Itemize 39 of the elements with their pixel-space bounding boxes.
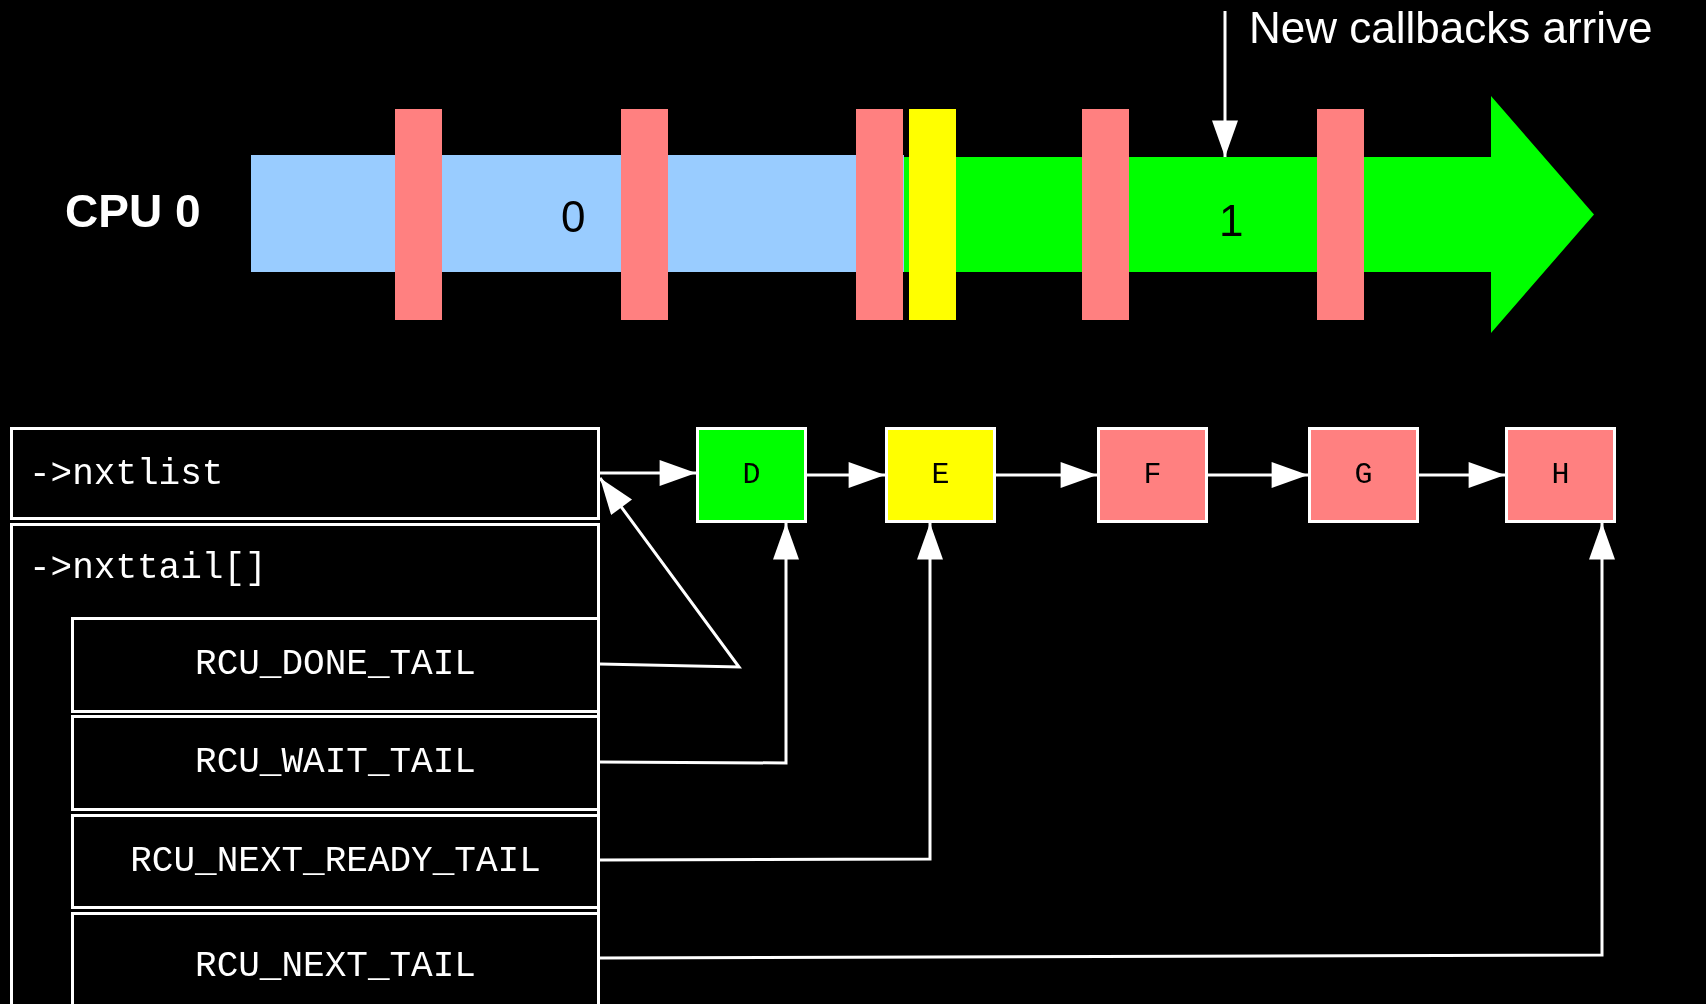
cpu-label: CPU 0 bbox=[65, 188, 201, 234]
array-entry-box bbox=[71, 617, 600, 713]
field-name: ->nxttail[] bbox=[29, 547, 267, 591]
callback-label: H bbox=[1551, 456, 1570, 494]
segment-number: 0 bbox=[561, 195, 586, 239]
array-entry-box bbox=[71, 814, 600, 909]
callback-label: F bbox=[1143, 456, 1162, 494]
callback-box bbox=[696, 427, 807, 523]
grace-period-bar bbox=[856, 109, 903, 320]
callback-box bbox=[1097, 427, 1208, 523]
arrow bbox=[1212, 11, 1238, 157]
callback-label: G bbox=[1354, 456, 1373, 494]
callback-label: D bbox=[742, 456, 761, 494]
annotation-text: New callbacks arrive bbox=[1249, 6, 1653, 50]
grace-period-bar bbox=[621, 109, 668, 320]
arrow bbox=[600, 523, 1615, 960]
arrow bbox=[807, 462, 885, 488]
arrow bbox=[1208, 462, 1308, 488]
field-name: RCU_WAIT_TAIL bbox=[195, 741, 476, 785]
field-name: RCU_NEXT_READY_TAIL bbox=[130, 839, 541, 884]
segment-number: 1 bbox=[1219, 199, 1244, 243]
callback-box bbox=[1308, 427, 1419, 523]
callback-box bbox=[885, 427, 996, 523]
arrow bbox=[600, 460, 696, 486]
arrow bbox=[600, 523, 799, 765]
array-entry-box bbox=[71, 715, 600, 811]
arrow bbox=[600, 523, 943, 862]
grace-period-bar bbox=[395, 109, 442, 320]
callback-box bbox=[1505, 427, 1616, 523]
callback-label: E bbox=[931, 456, 950, 494]
struct-field-box bbox=[10, 523, 600, 1004]
arrow bbox=[1419, 462, 1505, 488]
array-entry-box bbox=[71, 912, 600, 1004]
arrow bbox=[598, 477, 742, 669]
struct-field-box bbox=[10, 427, 600, 520]
field-name: ->nxtlist bbox=[29, 453, 224, 497]
arrow bbox=[996, 462, 1097, 488]
field-name: RCU_DONE_TAIL bbox=[195, 643, 476, 687]
field-name: RCU_NEXT_TAIL bbox=[195, 945, 476, 989]
